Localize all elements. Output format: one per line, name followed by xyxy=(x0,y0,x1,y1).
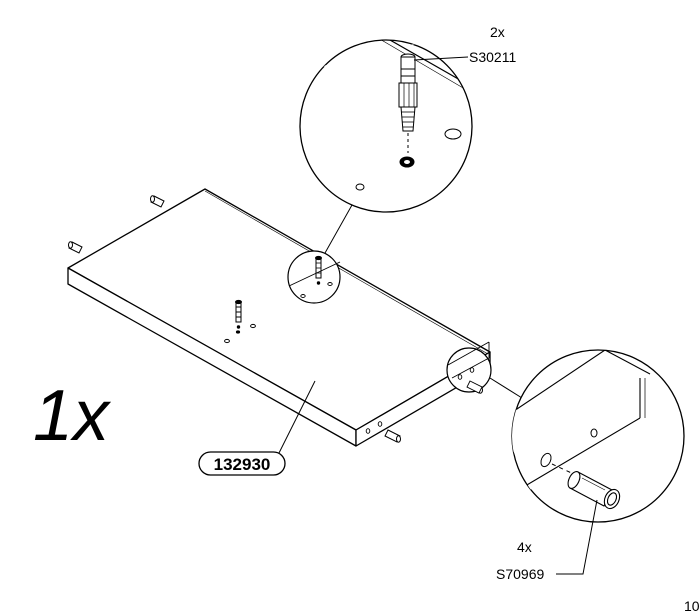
leader-s30211 xyxy=(413,56,469,61)
leader-s70969 xyxy=(556,499,598,575)
cam-bolt-small-1 xyxy=(224,299,256,344)
detail-circle-right xyxy=(511,349,685,575)
dowel-back-1 xyxy=(150,195,165,208)
dowel-s70969 xyxy=(567,471,621,510)
cam-bolt-s30211 xyxy=(398,53,418,168)
detail-circle-top xyxy=(299,39,473,213)
top-callout-part-number: S30211 xyxy=(469,49,516,65)
detail-circle-small-right xyxy=(446,341,492,394)
right-callout-count: 4x xyxy=(517,539,532,555)
leader-132930 xyxy=(277,380,316,456)
dowel-back-2 xyxy=(68,241,83,254)
panel-part-number: 132930 xyxy=(214,455,271,474)
page-number: 10 xyxy=(684,598,700,614)
leader-right xyxy=(489,377,523,399)
dowel-right-1 xyxy=(384,429,401,443)
quantity-label: 1x xyxy=(33,376,112,456)
leader-top xyxy=(324,204,353,254)
top-callout-count: 2x xyxy=(490,24,505,40)
right-callout-part-number: S70969 xyxy=(496,566,544,582)
panel-132930 xyxy=(67,188,491,447)
detail-circle-small-top xyxy=(287,250,341,304)
part-label-box xyxy=(198,451,286,476)
